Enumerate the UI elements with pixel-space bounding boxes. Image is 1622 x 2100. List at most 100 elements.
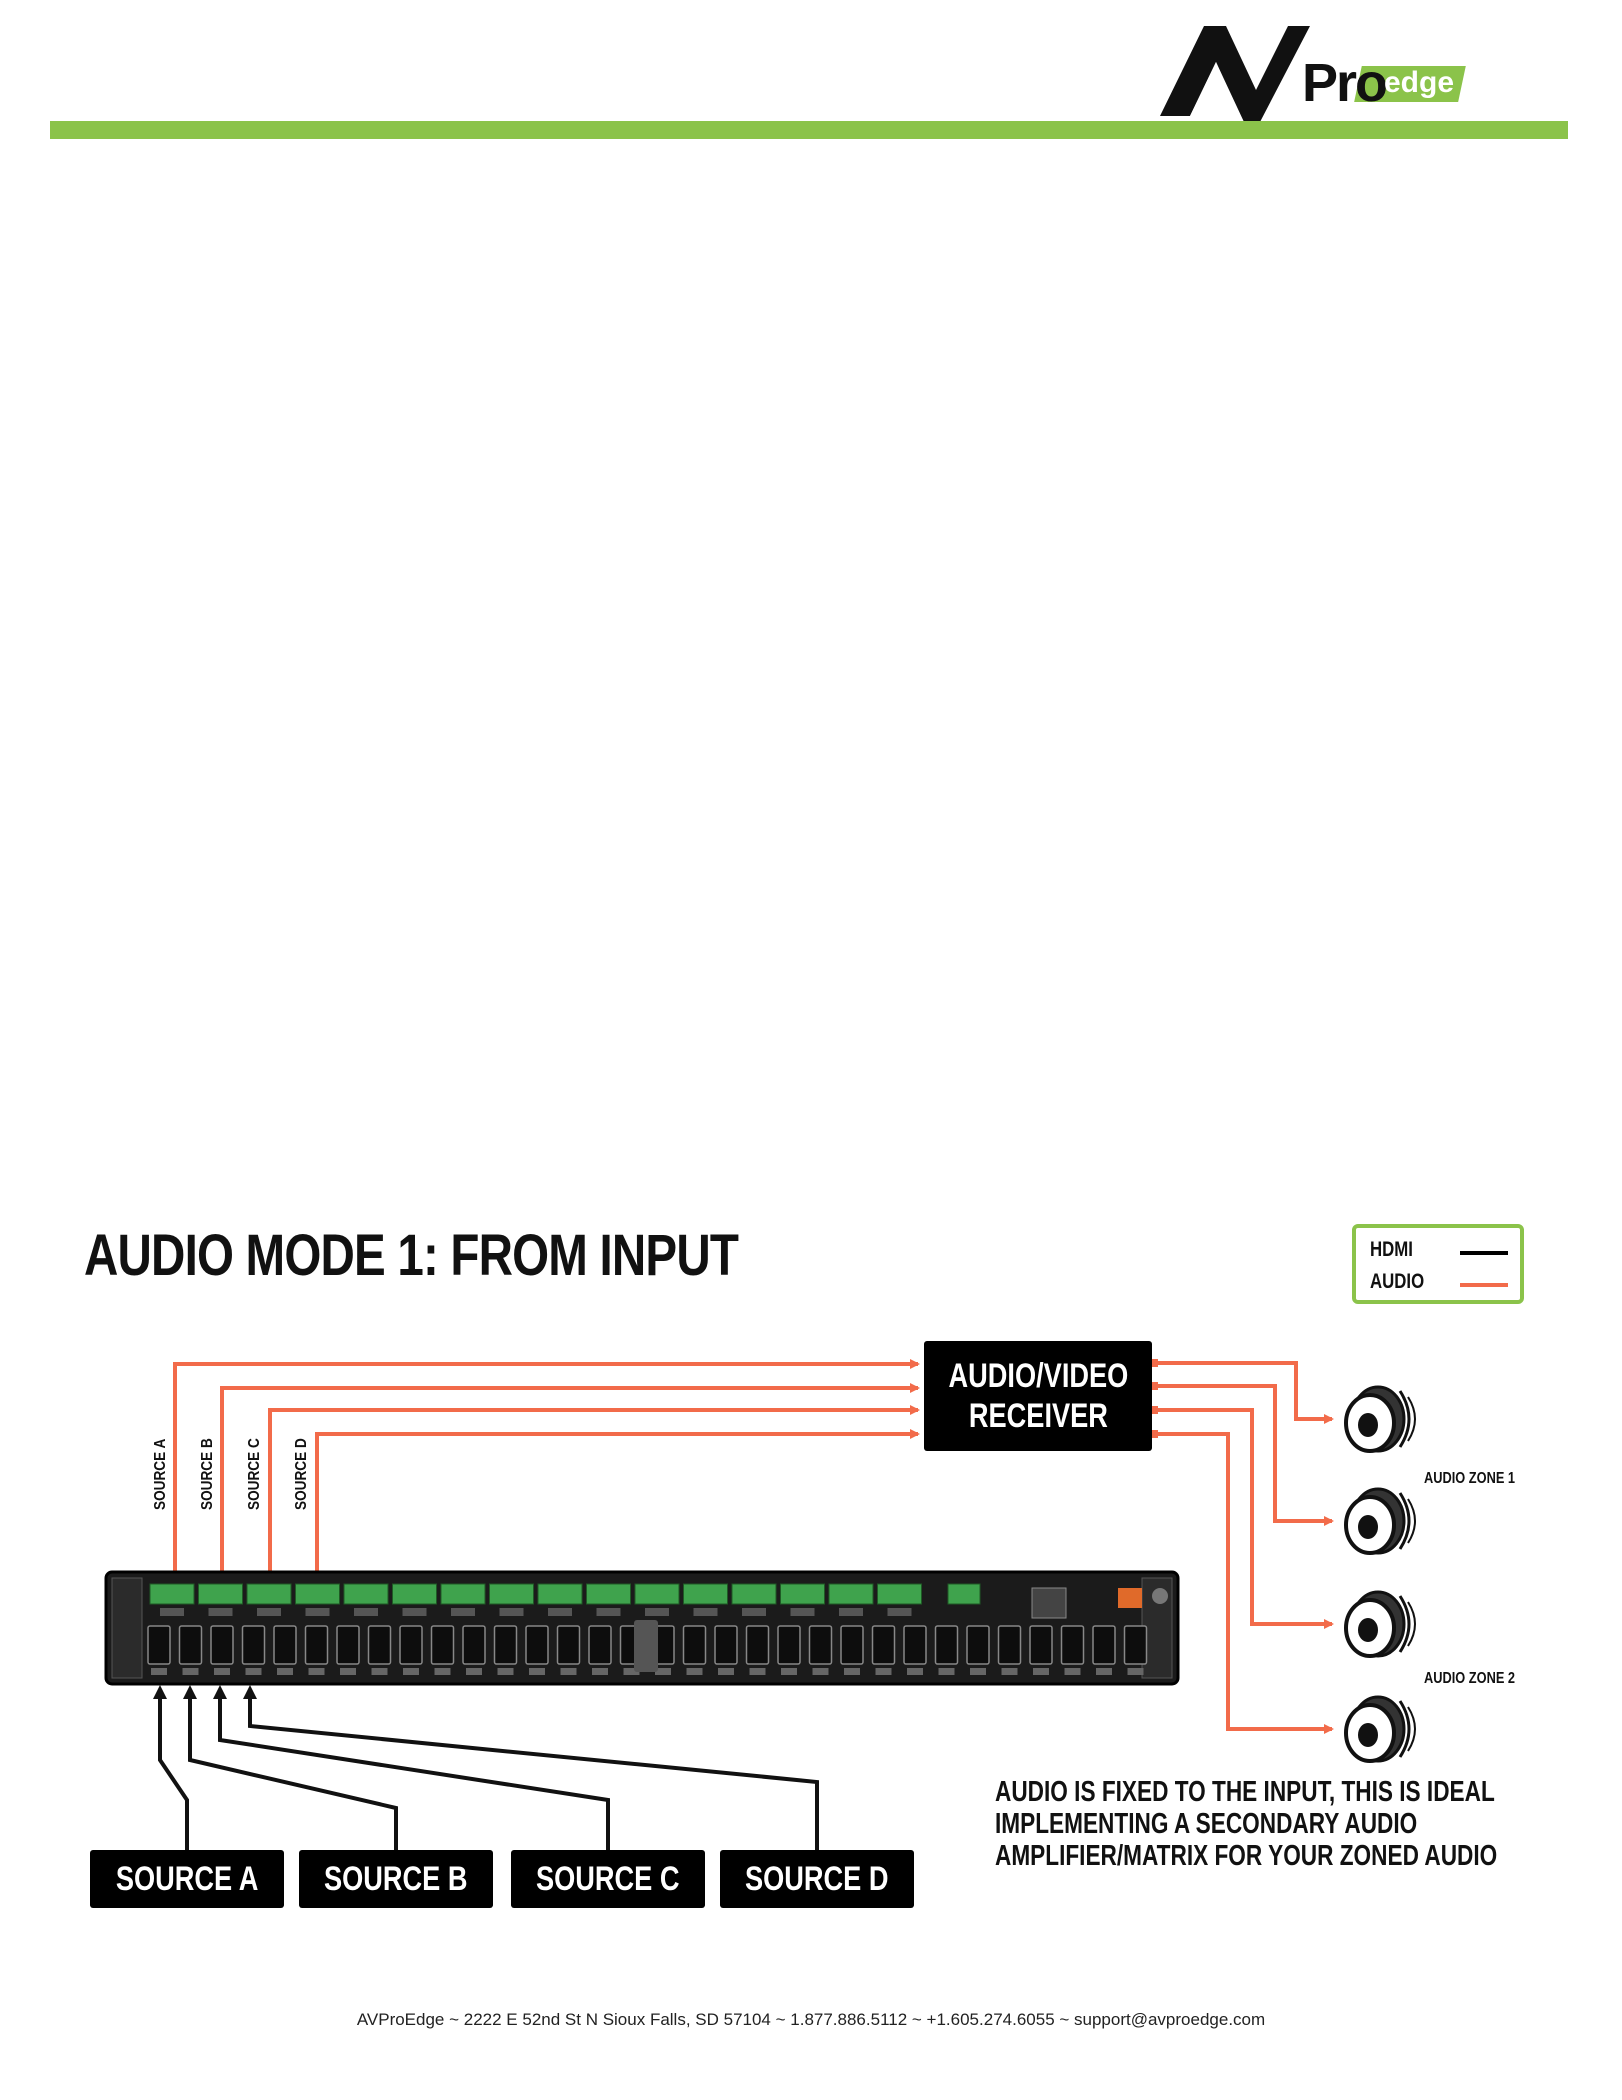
hdmi-port <box>367 1625 392 1665</box>
terminal-block <box>634 1583 680 1605</box>
audio-line-source-a <box>173 1359 920 1582</box>
hdmi-port-label <box>749 1668 766 1675</box>
hdmi-matrix-device <box>104 1570 1180 1686</box>
speaker-center <box>1358 1723 1378 1747</box>
hdmi-port <box>1123 1625 1148 1665</box>
audio-line-source-c <box>268 1405 920 1582</box>
hdmi-lines <box>153 1685 819 1850</box>
hdmi-port <box>147 1625 171 1665</box>
ir-terminal-block <box>947 1583 981 1605</box>
hdmi-port-label <box>245 1668 262 1675</box>
terminal-block <box>198 1583 243 1605</box>
terminal-label-plate <box>354 1608 378 1616</box>
hdmi-port <box>840 1625 864 1665</box>
speaker-wave <box>1398 1700 1411 1758</box>
brand-logo: Pro edge AV <box>1160 18 1490 124</box>
hdmi-port <box>178 1625 203 1665</box>
hdmi-port-label <box>970 1668 986 1675</box>
audio-line-zone1-right <box>1154 1384 1334 1526</box>
hdmi-port <box>1060 1625 1085 1665</box>
audio-terminal-blocks <box>149 1583 981 1616</box>
hdmi-port <box>273 1625 297 1665</box>
hdmi-port-label <box>371 1668 388 1675</box>
hdmi-port-label <box>560 1668 577 1675</box>
hdmi-port-label <box>592 1668 608 1675</box>
receiver-output-jacks <box>1150 1359 1158 1438</box>
terminal-label-plate <box>693 1608 718 1616</box>
hdmi-port <box>903 1625 927 1665</box>
terminal-label-plate <box>548 1608 572 1616</box>
hdmi-port <box>1092 1625 1116 1665</box>
terminal-label-plate <box>839 1608 863 1616</box>
hdmi-port-label <box>1001 1668 1018 1675</box>
hdmi-line-source-d <box>243 1685 819 1850</box>
hdmi-port-label <box>686 1668 703 1675</box>
hdmi-port <box>336 1625 360 1665</box>
terminal-label-plate <box>742 1608 766 1616</box>
terminal-label-plate <box>402 1608 427 1616</box>
hdmi-port <box>241 1625 266 1665</box>
matrix-label-source-d: SOURCE D <box>293 1438 310 1510</box>
hdmi-port-label <box>875 1668 892 1675</box>
legend-line-hdmi <box>1460 1251 1508 1255</box>
terminal-block <box>343 1583 389 1605</box>
speaker-wave <box>1398 1595 1411 1653</box>
hdmi-port-label <box>1127 1668 1144 1675</box>
hdmi-port <box>588 1625 612 1665</box>
speaker-icon <box>1344 1590 1416 1658</box>
legend: HDMI AUDIO <box>1352 1224 1524 1304</box>
hdmi-port <box>462 1625 486 1665</box>
speaker-wave <box>1398 1390 1411 1448</box>
hdmi-port <box>808 1625 833 1665</box>
terminal-block <box>877 1583 922 1605</box>
audio-line-zone1-left <box>1154 1361 1334 1424</box>
hdmi-line-source-c <box>213 1685 610 1850</box>
footer-contact: AVProEdge ~ 2222 E 52nd St N Sioux Falls… <box>356 2010 1266 2029</box>
hdmi-port-label <box>466 1668 482 1675</box>
source-d-box: SOURCE D <box>720 1850 914 1908</box>
matrix-label-source-a: SOURCE A <box>152 1438 169 1510</box>
audio-line-source-d <box>315 1429 920 1582</box>
hdmi-port <box>997 1625 1022 1665</box>
terminal-label-plate <box>451 1608 475 1616</box>
source-c-box: SOURCE C <box>511 1850 705 1908</box>
terminal-label-plate <box>887 1608 912 1616</box>
legend-line-audio <box>1460 1283 1508 1287</box>
hdmi-port <box>777 1625 801 1665</box>
speaker-wave <box>1407 1498 1416 1544</box>
audio-line-source-b <box>220 1383 920 1582</box>
source-a-label: SOURCE A <box>115 1859 259 1898</box>
speaker-wave <box>1398 1492 1411 1550</box>
mode-description: AUDIO IS FIXED TO THE INPUT, THIS IS IDE… <box>995 1776 1497 1872</box>
source-d-label: SOURCE D <box>745 1859 889 1898</box>
speaker-center <box>1358 1413 1378 1437</box>
hdmi-port-label <box>1033 1668 1049 1675</box>
hdmi-port-row <box>147 1625 1148 1675</box>
source-b-label: SOURCE B <box>324 1859 468 1898</box>
audio-line-zone2-left <box>1154 1408 1334 1629</box>
hdmi-port-label <box>308 1668 325 1675</box>
hdmi-port-label <box>844 1668 860 1675</box>
terminal-label-plate <box>305 1608 330 1616</box>
speakers <box>1344 1385 1416 1763</box>
terminal-block <box>683 1583 728 1605</box>
matrix-label-source-c: SOURCE C <box>246 1438 263 1510</box>
hdmi-port-label <box>718 1668 734 1675</box>
terminal-block <box>731 1583 777 1605</box>
audio-lines-to-receiver <box>173 1359 920 1582</box>
receiver-label-line2: RECEIVER <box>968 1397 1108 1435</box>
hdmi-port-label <box>214 1668 230 1675</box>
hdmi-port-label <box>812 1668 829 1675</box>
hdmi-port <box>1029 1625 1053 1665</box>
hdmi-line-source-b <box>183 1685 398 1850</box>
terminal-label-plate <box>790 1608 815 1616</box>
legend-label-audio: AUDIO <box>1370 1270 1425 1293</box>
speaker-wave <box>1407 1706 1416 1752</box>
hdmi-port-label <box>655 1668 671 1675</box>
hdmi-port-label <box>781 1668 797 1675</box>
terminal-block <box>780 1583 825 1605</box>
terminal-label-plate <box>257 1608 281 1616</box>
hdmi-port <box>682 1625 707 1665</box>
hdmi-port-label <box>403 1668 419 1675</box>
